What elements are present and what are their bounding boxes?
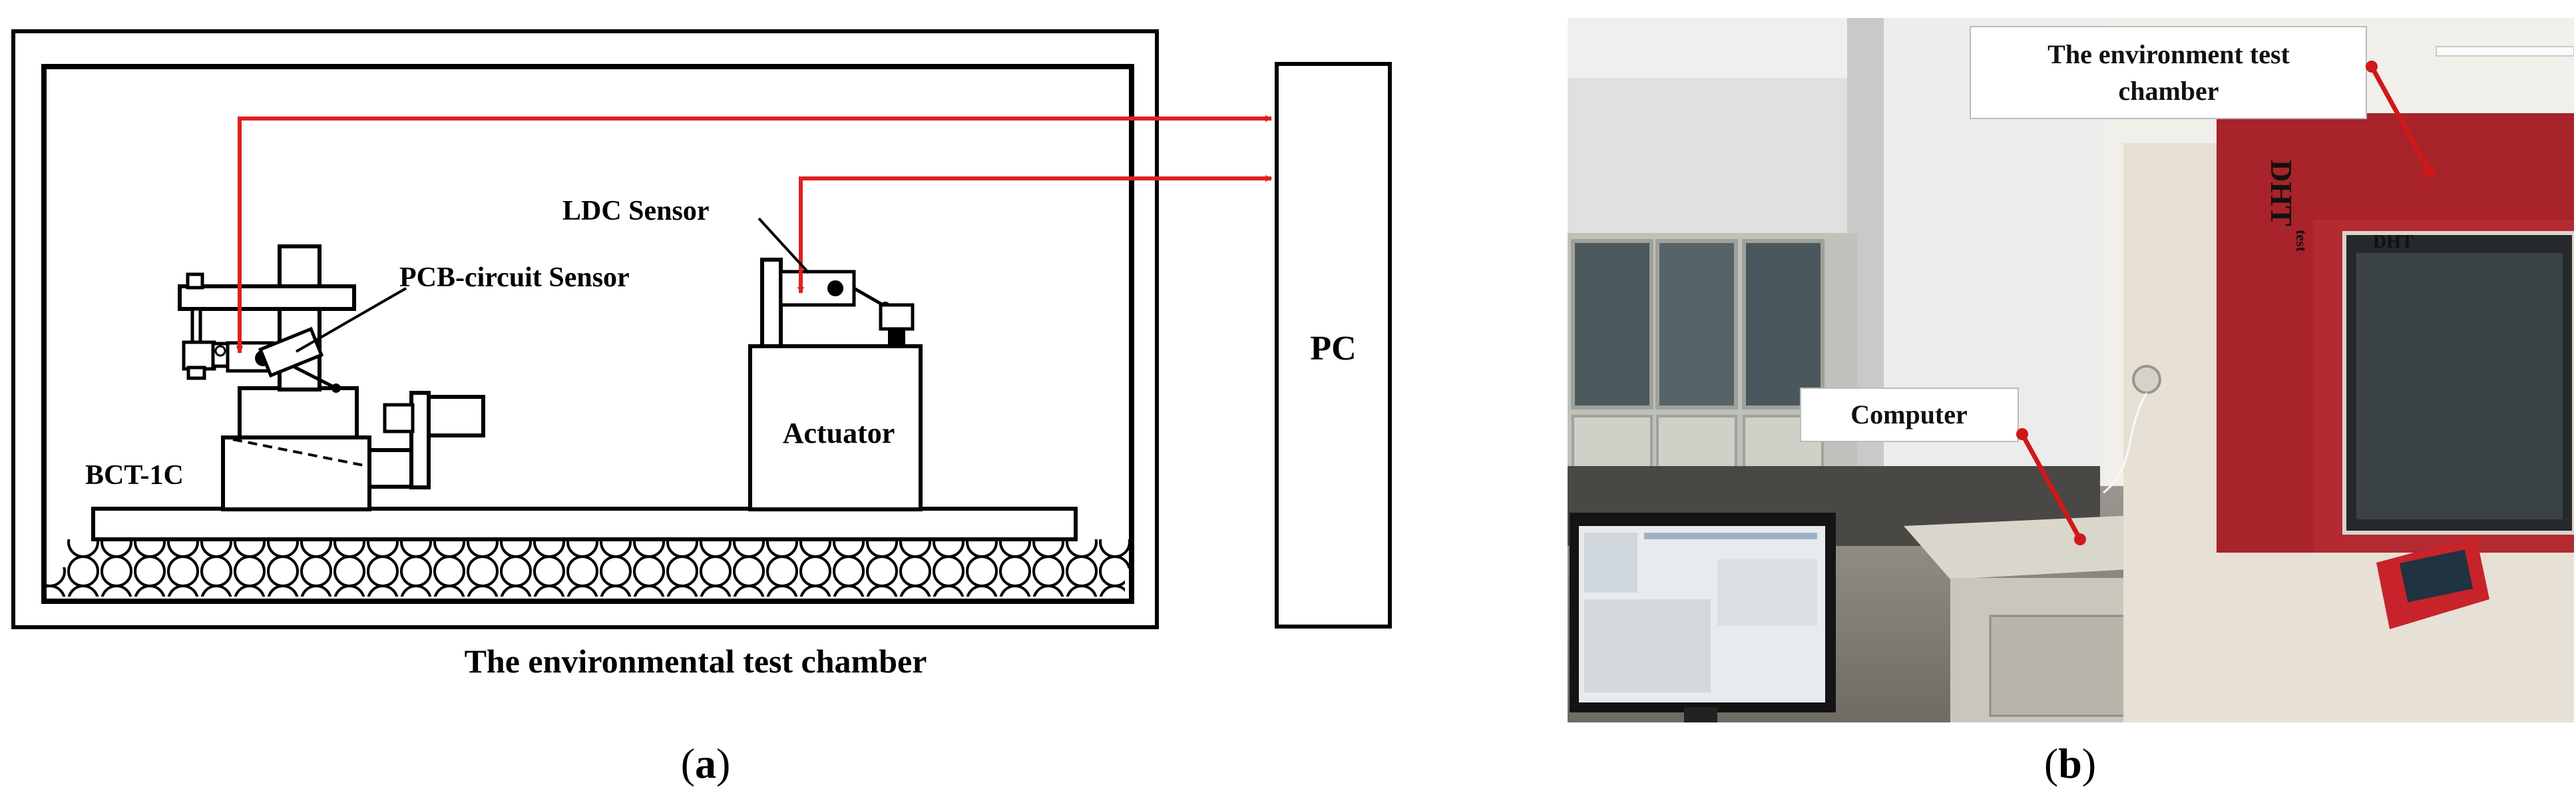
actuator-assembly: Actuator bbox=[748, 258, 923, 511]
computer-pointer bbox=[2020, 433, 2083, 541]
chamber-label-line2: chamber bbox=[2118, 76, 2219, 106]
chamber-outer-frame bbox=[11, 29, 1159, 629]
chamber-brand-door: DHT bbox=[2373, 232, 2414, 252]
actuator-label: Actuator bbox=[783, 417, 895, 449]
signal-lines bbox=[236, 115, 1272, 354]
pc-label: PC bbox=[1310, 330, 1356, 368]
chamber-label-box: The environment test chamber bbox=[1970, 26, 2367, 119]
bct-label: BCT-1C bbox=[85, 460, 184, 491]
computer-label: Computer bbox=[1850, 400, 1968, 429]
chamber-caption: The environmental test chamber bbox=[465, 643, 927, 680]
ldc-sensor-label: LDC Sensor bbox=[562, 196, 710, 226]
bct-1c-assembly bbox=[178, 244, 485, 511]
pc-box bbox=[1275, 62, 1392, 629]
pcb-sensor-label: PCB-circuit Sensor bbox=[399, 262, 630, 293]
ldc-leader bbox=[757, 217, 810, 274]
monitor bbox=[1570, 513, 1836, 722]
chamber-label-line1: The environment test bbox=[2047, 39, 2290, 69]
chamber-brand-small: test bbox=[2293, 230, 2310, 252]
base-plate bbox=[91, 507, 1078, 541]
test-chamber: DHT DHT test bbox=[2103, 113, 2574, 722]
chamber-inner-frame bbox=[41, 64, 1134, 604]
chamber-pointer bbox=[2369, 65, 2432, 173]
panel-a-caption: (a) bbox=[681, 740, 731, 787]
panel-b-caption: (b) bbox=[2044, 740, 2096, 787]
chamber-brand-side: DHT bbox=[2264, 160, 2298, 226]
panel-b-photo: DHT DHT test The environment test chambe… bbox=[1568, 18, 2574, 787]
roller-bed bbox=[47, 539, 1132, 597]
computer-label-box: Computer bbox=[1800, 388, 2019, 442]
panel-a-schematic: PC bbox=[11, 29, 1392, 787]
pcb-signal-line bbox=[238, 115, 1272, 346]
pcb-leader bbox=[296, 287, 407, 353]
storage-cabinets bbox=[1568, 233, 1857, 486]
ldc-signal-line bbox=[799, 175, 1272, 288]
